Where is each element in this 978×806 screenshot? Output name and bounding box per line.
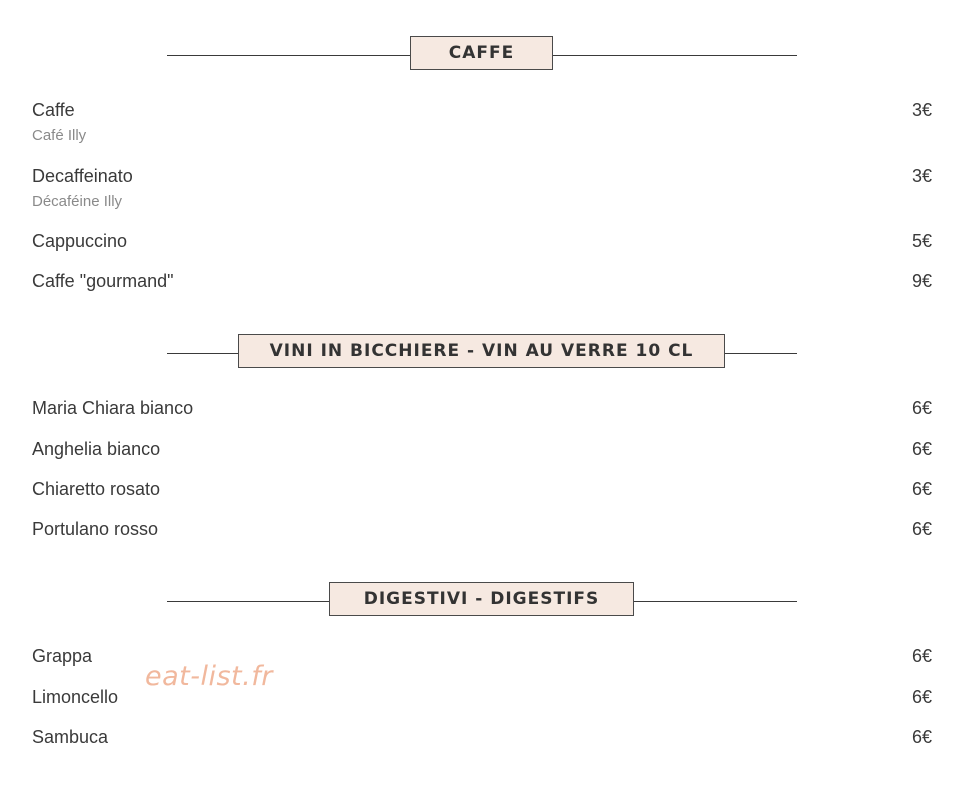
menu-item: Caffe "gourmand" 9€ <box>32 270 932 292</box>
item-name: Portulano rosso <box>32 519 159 539</box>
section-title: VINI IN BICCHIERE - VIN AU VERRE 10 CL <box>238 334 725 368</box>
item-description: Décaféine Illy <box>32 193 123 210</box>
item-price: 6€ <box>911 646 932 666</box>
menu-item: Portulano rosso 6€ <box>32 518 932 540</box>
item-name: Decaffeinato <box>32 166 133 186</box>
item-price: 6€ <box>911 727 932 747</box>
item-price: 6€ <box>911 479 932 499</box>
item-name: Sambuca <box>32 727 109 747</box>
menu-item: Caffe Café Illy 3€ <box>32 99 932 146</box>
item-name: Maria Chiara bianco <box>32 398 194 418</box>
item-description: Café Illy <box>32 127 87 144</box>
watermark: eat-list.fr <box>145 661 273 692</box>
menu-item: Maria Chiara bianco 6€ <box>32 397 932 419</box>
section-title: CAFFE <box>410 36 553 70</box>
item-name: Limoncello <box>32 687 119 707</box>
menu-item: Anghelia bianco 6€ <box>32 438 932 460</box>
item-price: 9€ <box>911 271 932 291</box>
section-header-digestivi: DIGESTIVI - DIGESTIFS <box>0 582 978 620</box>
item-price: 6€ <box>911 519 932 539</box>
section-header-caffe: CAFFE <box>0 36 978 74</box>
menu-item: Sambuca 6€ <box>32 726 932 748</box>
menu-item: Decaffeinato Décaféine Illy 3€ <box>32 165 932 212</box>
section-title: DIGESTIVI - DIGESTIFS <box>329 582 634 616</box>
menu-item: Limoncello 6€ <box>32 686 932 708</box>
item-price: 3€ <box>911 166 932 186</box>
item-name: Chiaretto rosato <box>32 479 161 499</box>
menu-item: Chiaretto rosato 6€ <box>32 478 932 500</box>
menu-item: Grappa 6€ <box>32 645 932 667</box>
menu-item: Cappuccino 5€ <box>32 230 932 252</box>
item-price: 6€ <box>911 439 932 459</box>
item-price: 5€ <box>911 231 932 251</box>
section-header-vini: VINI IN BICCHIERE - VIN AU VERRE 10 CL <box>0 334 978 372</box>
item-price: 3€ <box>911 100 932 120</box>
item-price: 6€ <box>911 398 932 418</box>
item-price: 6€ <box>911 687 932 707</box>
item-name: Grappa <box>32 646 93 666</box>
item-name: Cappuccino <box>32 231 128 251</box>
item-name: Anghelia bianco <box>32 439 161 459</box>
item-name: Caffe "gourmand" <box>32 271 174 291</box>
item-name: Caffe <box>32 100 75 120</box>
